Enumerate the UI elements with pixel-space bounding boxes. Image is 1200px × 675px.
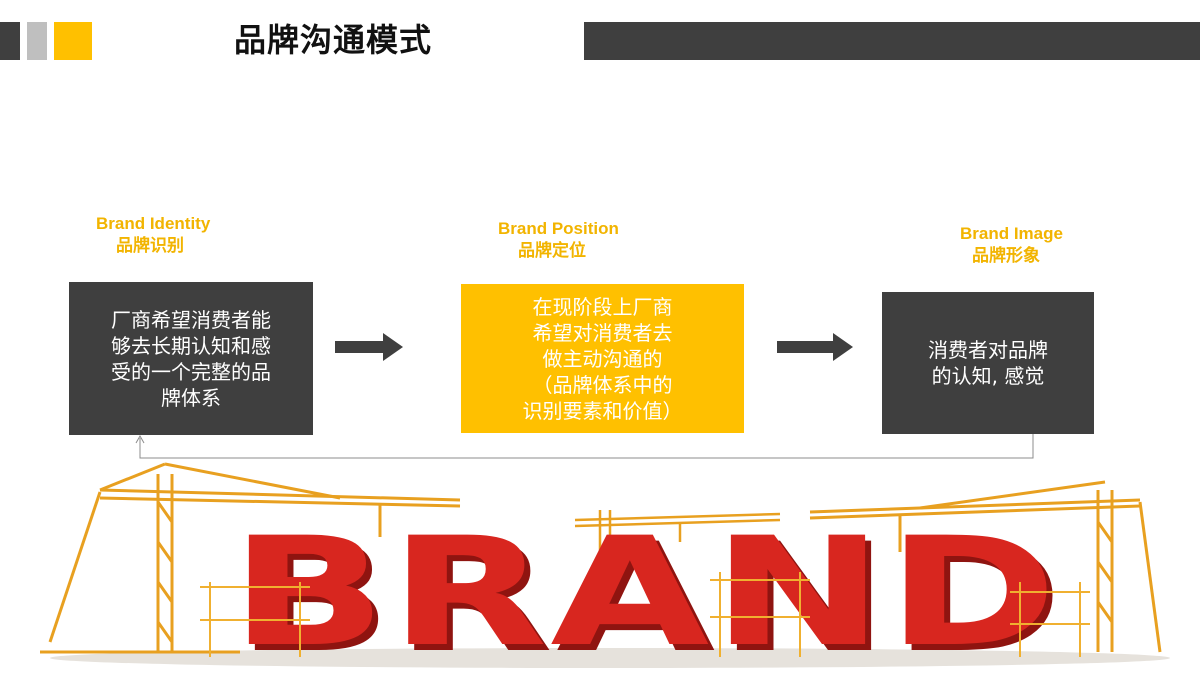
stage-label-zh: 品牌定位 (518, 241, 586, 260)
stage-text-line: 识别要素和价值） (522, 398, 683, 423)
stage-label-brand-position: Brand Position 品牌定位 (498, 218, 619, 262)
header-bar-right (584, 22, 1200, 60)
brand-word-shadow: BRAND (236, 512, 1066, 672)
stage-text-line: （品牌体系中的 (532, 372, 673, 397)
header-block-dark (0, 22, 20, 60)
stage-box-brand-position: 在现阶段上厂商 希望对消费者去 做主动沟通的 （品牌体系中的 识别要素和价值） (461, 284, 744, 433)
stage-box-brand-identity: 厂商希望消费者能 够去长期认知和感 受的一个完整的品 牌体系 (69, 282, 313, 435)
stage-text-line: 厂商希望消费者能 (111, 307, 271, 332)
crane-icon (574, 510, 781, 582)
scaffolding-icon (200, 572, 1090, 657)
stage-label-en: Brand Image (960, 224, 1063, 243)
stage-text-line: 的认知, 感觉 (931, 364, 1045, 388)
stage-label-brand-identity: Brand Identity 品牌识别 (96, 213, 210, 257)
page-title: 品牌沟通模式 (234, 21, 433, 59)
stage-label-en: Brand Identity (96, 214, 211, 233)
stage-label-brand-image: Brand Image 品牌形象 (960, 223, 1063, 267)
stage-text-line: 受的一个完整的品 (111, 359, 271, 384)
crane-icon (40, 462, 461, 654)
header-block-yellow (54, 22, 92, 60)
stage-text-line: 够去长期认知和感 (111, 333, 271, 358)
brand-construction-illustration: BRAND BRAND (40, 462, 1170, 672)
stage-text-line: 希望对消费者去 (532, 320, 673, 345)
header-block-gray (27, 22, 47, 60)
right-arrow-icon (335, 333, 403, 361)
stage-text-line: 做主动沟通的 (542, 346, 663, 371)
crane-icon (809, 480, 1162, 653)
stage-text-line: 牌体系 (161, 385, 221, 410)
brand-word: BRAND (230, 506, 1060, 672)
stage-label-en: Brand Position (498, 219, 619, 238)
stage-label-zh: 品牌形象 (972, 246, 1040, 265)
stage-label-zh: 品牌识别 (116, 236, 184, 255)
right-arrow-icon (777, 333, 853, 361)
stage-text-line: 在现阶段上厂商 (532, 294, 673, 319)
stage-text-line: 消费者对品牌 (928, 338, 1048, 362)
stage-box-brand-image: 消费者对品牌 的认知, 感觉 (882, 292, 1094, 434)
